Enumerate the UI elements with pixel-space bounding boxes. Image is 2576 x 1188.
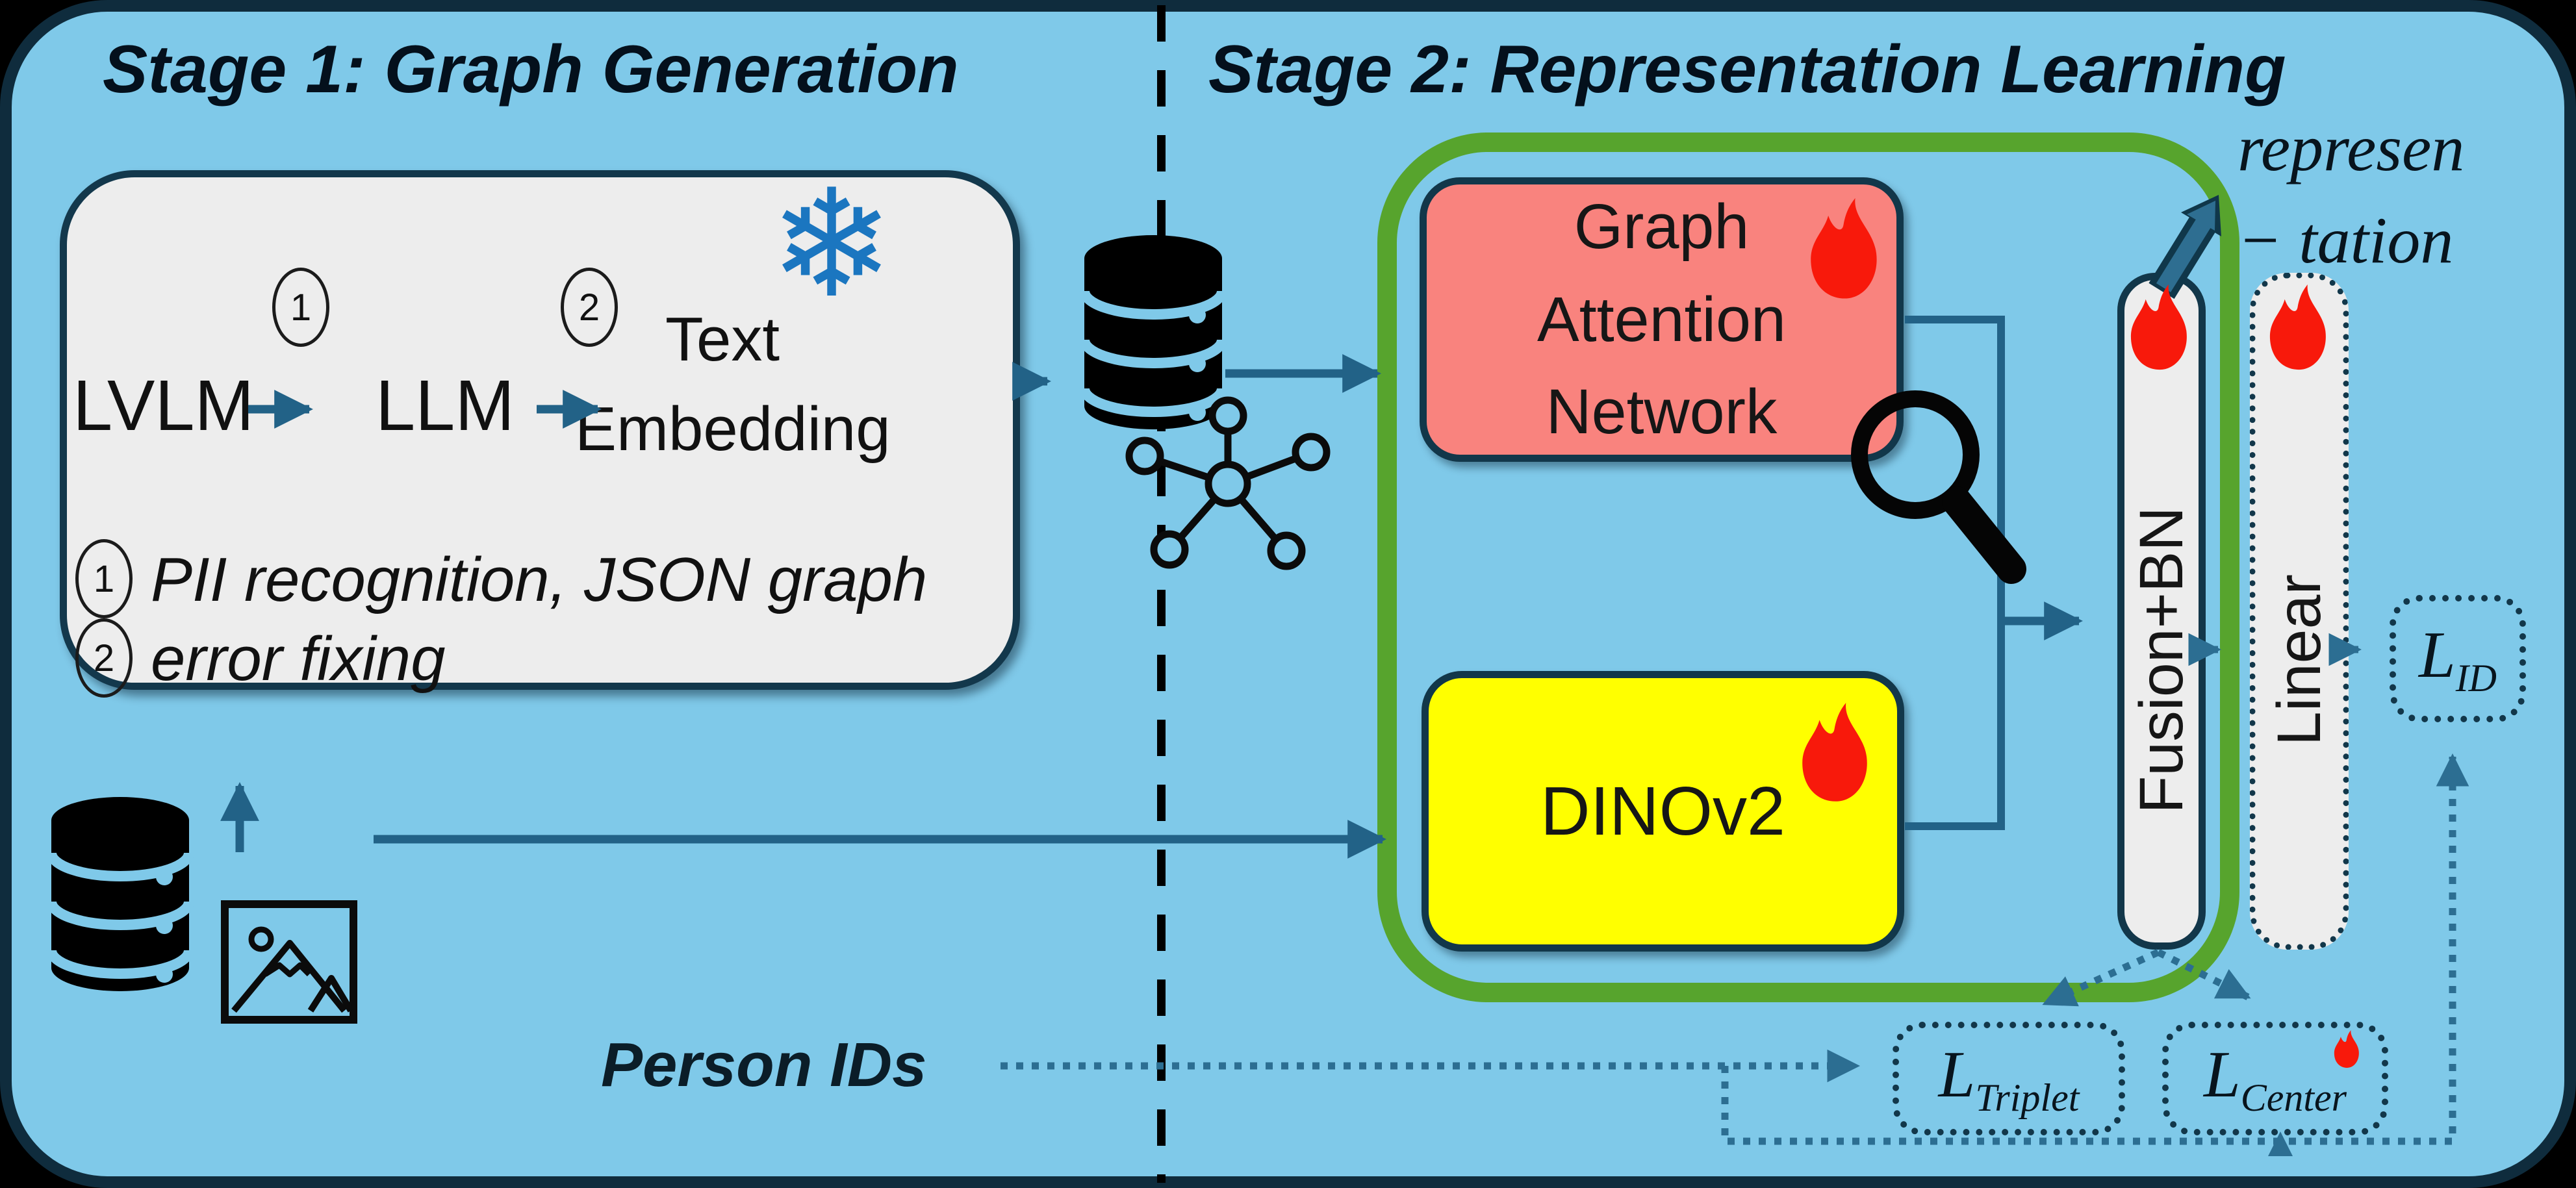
snowflake-icon: ❄ <box>769 158 895 331</box>
note1-number: 1 <box>93 557 115 600</box>
loss-id-symbol: L <box>2418 618 2456 692</box>
loss-id-subscript: ID <box>2455 656 2497 700</box>
text-embedding-label-line1: Text <box>665 305 780 374</box>
note1-circle: 1 <box>75 539 133 618</box>
note1-text: PII recognition, JSON graph <box>151 545 928 614</box>
text-embedding-label-line2: Embedding <box>575 394 891 464</box>
loss-triplet-box: LTriplet <box>1893 1022 2125 1135</box>
graph-generation-panel <box>60 170 1020 690</box>
gat-box: Graph Attention Network <box>1420 177 1904 462</box>
gat-label-line3: Network <box>1546 376 1778 448</box>
step1-number: 1 <box>290 286 312 329</box>
loss-center-symbol: L <box>2203 1038 2241 1111</box>
note2-circle: 2 <box>75 618 133 698</box>
person-ids-label: Person IDs <box>601 1030 927 1100</box>
representation-label-line2: − tation <box>2238 204 2454 277</box>
loss-center-box: LCenter <box>2162 1022 2388 1135</box>
linear-box: Linear <box>2250 273 2349 950</box>
dino-box: DINOv2 <box>1422 671 1904 952</box>
loss-triplet-subscript: Triplet <box>1975 1076 2080 1119</box>
stage2-title: Stage 2: Representation Learning <box>1208 32 2286 107</box>
dino-label: DINOv2 <box>1540 772 1785 850</box>
gat-label-line2: Attention <box>1537 283 1786 355</box>
gat-label-line1: Graph <box>1574 191 1750 262</box>
step2-number: 2 <box>578 286 600 329</box>
step1-circle: 1 <box>272 268 329 347</box>
loss-triplet-symbol: L <box>1938 1038 1976 1111</box>
linear-label: Linear <box>2264 574 2334 746</box>
fusion-bn-box: Fusion+BN <box>2117 273 2206 950</box>
note2-number: 2 <box>93 637 115 679</box>
fusion-bn-label: Fusion+BN <box>2126 506 2196 814</box>
lvlm-label: LVLM <box>73 366 255 446</box>
loss-id-box: LID <box>2390 595 2526 722</box>
representation-label-line1: represen <box>2238 112 2465 185</box>
llm-label: LLM <box>376 366 515 446</box>
stage-divider-dashed-line <box>1157 5 1166 1183</box>
stage1-title: Stage 1: Graph Generation <box>103 32 959 107</box>
step2-circle: 2 <box>561 268 618 347</box>
loss-center-subscript: Center <box>2240 1076 2347 1119</box>
note2-text: error fixing <box>151 624 446 694</box>
